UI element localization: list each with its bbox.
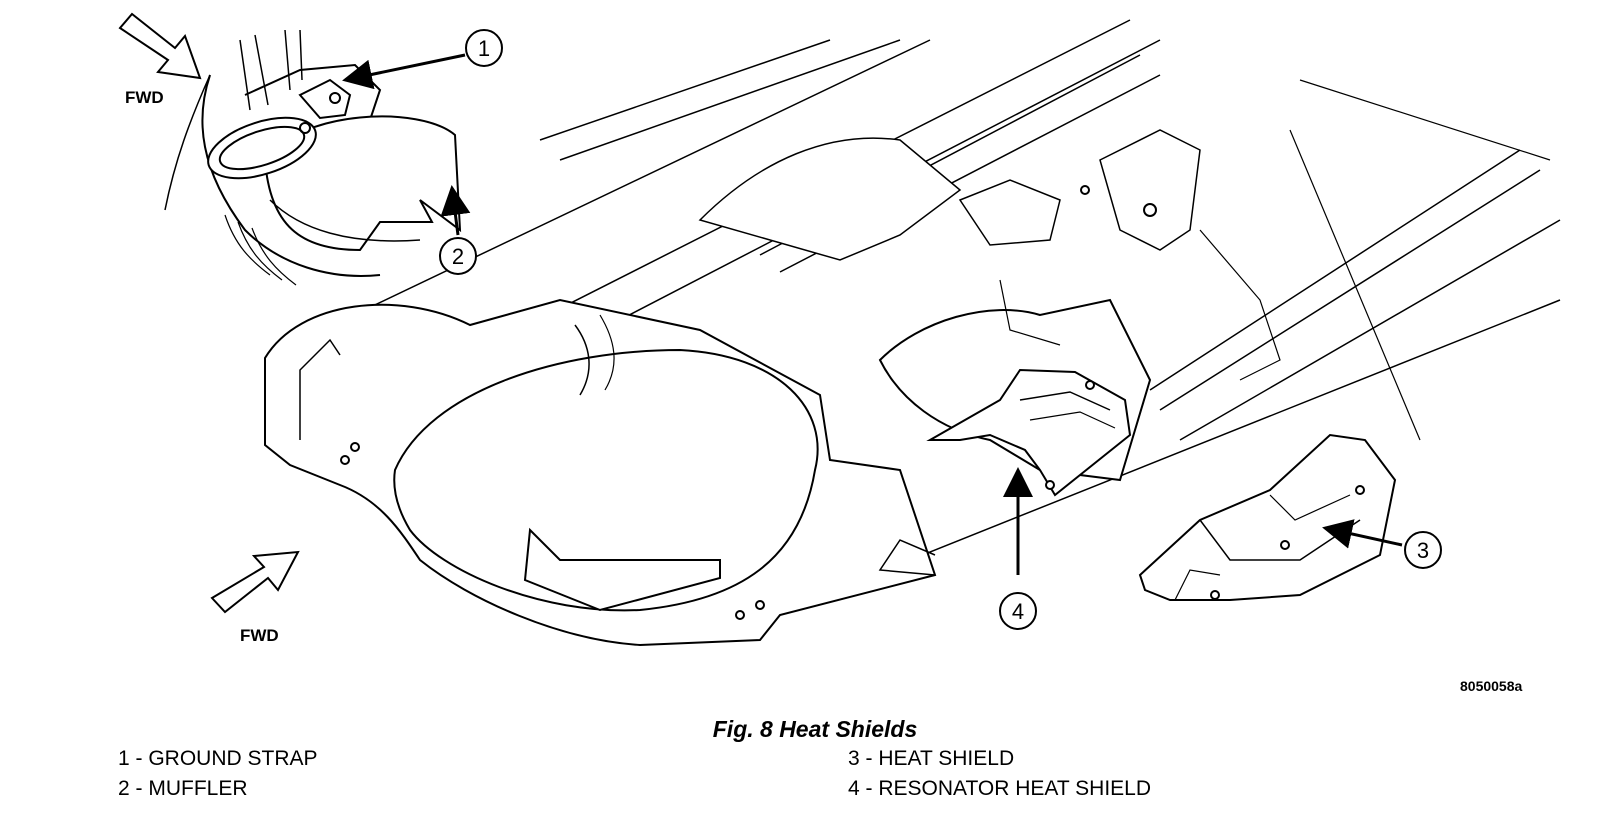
- callout-2: 2: [439, 237, 477, 275]
- fwd-label-bottom: FWD: [240, 626, 279, 645]
- legend-item-resonator-heat-shield: 4 - RESONATOR HEAT SHIELD: [848, 777, 1152, 800]
- resonator-heat-shield: [926, 368, 1132, 497]
- fwd-arrow-icon: [210, 550, 300, 614]
- legend-item-ground-strap: 1 - GROUND STRAP: [118, 747, 318, 770]
- callout-4-label: 4: [1012, 599, 1024, 624]
- figure-caption: Fig. 8 Heat Shields: [712, 716, 918, 742]
- fwd-label-top: FWD: [125, 88, 164, 107]
- legend-item-muffler: 2 - MUFFLER: [118, 777, 248, 800]
- callout-3: 3: [1404, 531, 1442, 569]
- callout-1-label: 1: [478, 36, 490, 61]
- heat-shield: [1138, 433, 1397, 601]
- callout-4: 4: [999, 592, 1037, 630]
- legend-item-heat-shield: 3 - HEAT SHIELD: [848, 747, 1015, 770]
- heat-shield-illustration: FWD FWD: [118, 12, 1561, 647]
- figure-id: 8050058a: [1460, 678, 1523, 694]
- legend-left: 1 - GROUND STRAP 2 - MUFFLER: [118, 744, 318, 804]
- callout-leaders: [342, 53, 1403, 575]
- legend-right: 3 - HEAT SHIELD 4 - RESONATOR HEAT SHIEL…: [848, 744, 1151, 804]
- vehicle-underbody: [264, 19, 1561, 647]
- muffler-inset: [164, 29, 462, 286]
- callout-2-label: 2: [452, 244, 464, 269]
- callout-3-label: 3: [1417, 538, 1429, 563]
- fwd-arrow-icon: [118, 12, 202, 80]
- callout-1: 1: [465, 29, 503, 67]
